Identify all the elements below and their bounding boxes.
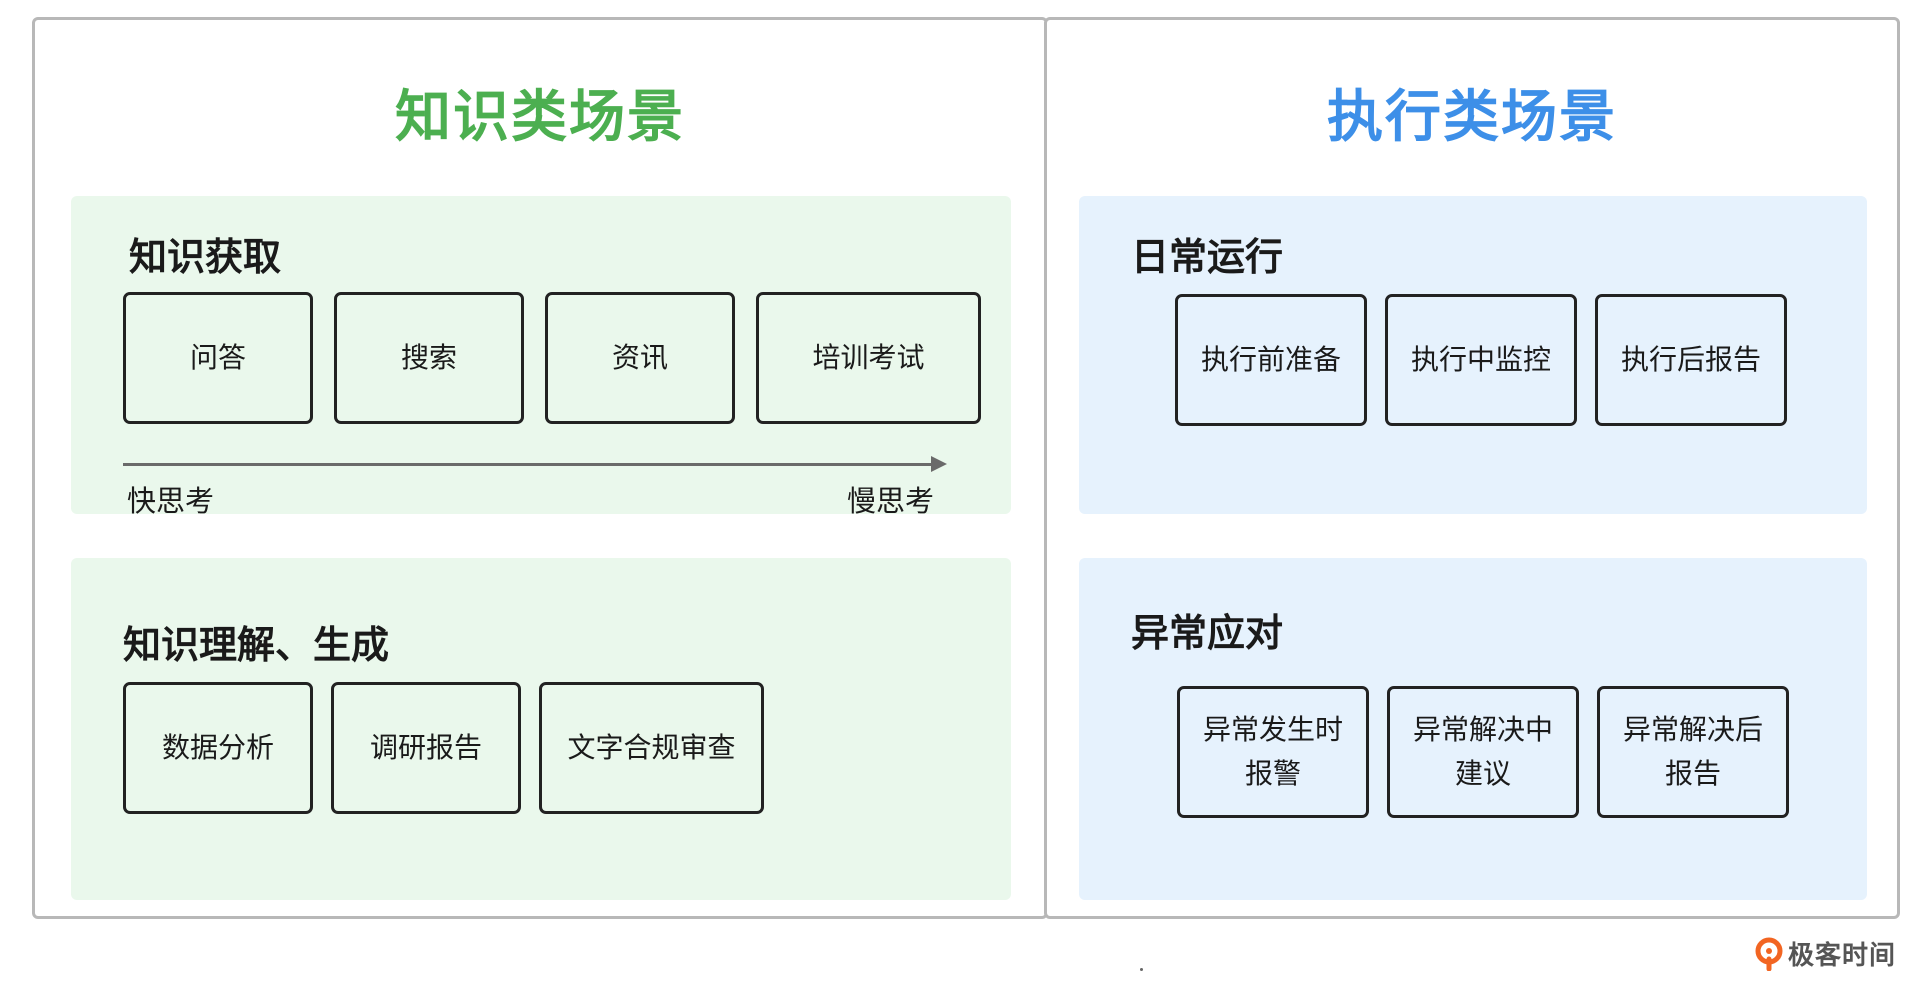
box-research-report: 调研报告 <box>331 682 521 814</box>
stray-dot <box>1140 968 1143 971</box>
execution-scenarios-panel: 执行类场景 日常运行 执行前准备 执行中监控 执行后报告 异常应对 异常发生时报… <box>1044 17 1900 919</box>
geektime-logo: 极客时间 <box>1754 935 1896 972</box>
box-qa: 问答 <box>123 292 313 424</box>
knowledge-scenarios-panel: 知识类场景 知识获取 问答 搜索 资讯 培训考试 快思考 慢思考 知识理解、生成… <box>32 17 1048 919</box>
box-training-exam: 培训考试 <box>756 292 981 424</box>
axis-label-slow-thinking: 慢思考 <box>847 484 935 518</box>
box-compliance-review: 文字合规审查 <box>539 682 764 814</box>
box-data-analysis: 数据分析 <box>123 682 313 814</box>
panel-title-knowledge: 知识类场景 <box>395 85 685 150</box>
box-exception-suggestion: 异常解决中建议 <box>1387 686 1579 818</box>
box-execution-monitoring: 执行中监控 <box>1385 294 1577 426</box>
thinking-axis-line <box>123 463 935 466</box>
box-search: 搜索 <box>334 292 524 424</box>
box-news: 资讯 <box>545 292 735 424</box>
logo-text: 极客时间 <box>1788 941 1897 971</box>
panel-title-execution: 执行类场景 <box>1327 85 1617 150</box>
geektime-logo-icon <box>1755 937 1783 971</box>
box-exception-alert: 异常发生时报警 <box>1177 686 1369 818</box>
box-pre-execution-prep: 执行前准备 <box>1175 294 1367 426</box>
section-daily-operation: 日常运行 执行前准备 执行中监控 执行后报告 <box>1079 196 1867 514</box>
thinking-axis-arrowhead <box>931 456 947 472</box>
box-exception-report: 异常解决后报告 <box>1597 686 1789 818</box>
section-title-exception-handling: 异常应对 <box>1131 611 1284 655</box>
section-knowledge-understanding: 知识理解、生成 数据分析 调研报告 文字合规审查 <box>71 558 1011 900</box>
section-knowledge-acquisition: 知识获取 问答 搜索 资讯 培训考试 快思考 慢思考 <box>71 196 1011 518</box>
section-title-knowledge-understanding: 知识理解、生成 <box>123 623 390 667</box>
axis-label-fast-thinking: 快思考 <box>127 484 215 518</box>
section-title-knowledge-acquisition: 知识获取 <box>129 235 282 279</box>
section-exception-handling: 异常应对 异常发生时报警 异常解决中建议 异常解决后报告 <box>1079 558 1867 900</box>
box-post-execution-report: 执行后报告 <box>1595 294 1787 426</box>
section-title-daily-operation: 日常运行 <box>1131 235 1284 279</box>
